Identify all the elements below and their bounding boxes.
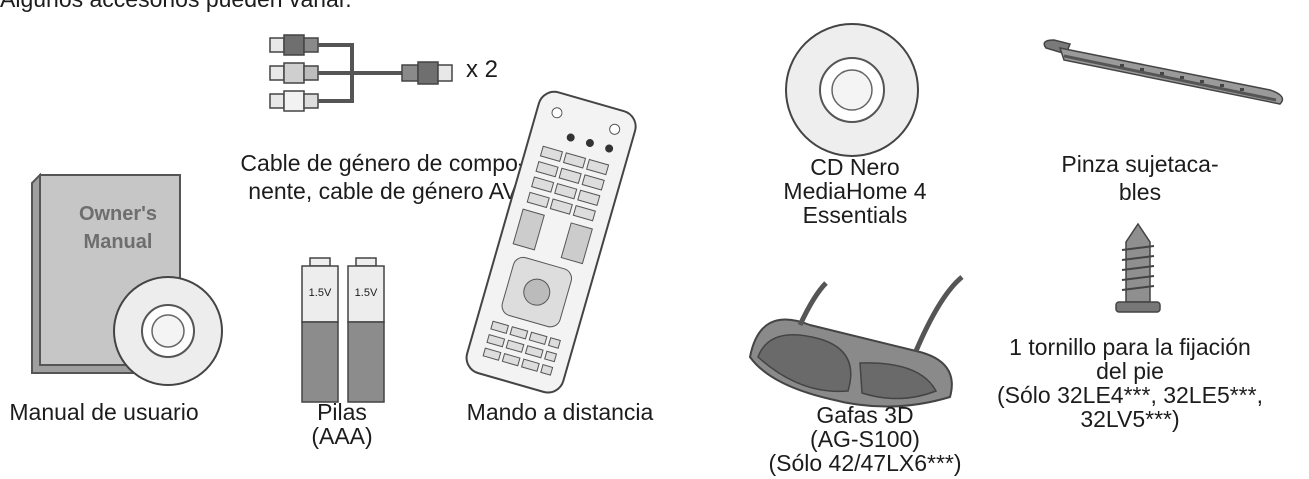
screw-caption-line-3: (Sólo 32LE4***, 32LE5***, <box>997 382 1263 408</box>
batteries-caption: Pilas (AAA) <box>282 400 402 448</box>
cd-caption-line-1: CD Nero <box>810 154 900 180</box>
clamp-caption: Pinza sujetaca- bles <box>1040 150 1240 206</box>
glasses-caption: Gafas 3D (AG-S100) (Sólo 42/47LX6***) <box>755 403 975 475</box>
screw-caption-line-2: del pie <box>1096 358 1164 384</box>
cd-caption: CD Nero MediaHome 4 Essentials <box>760 155 950 227</box>
battery-label-2: 1.5V <box>354 287 378 299</box>
screw-caption: 1 tornillo para la fijación del pie (Sól… <box>960 335 1300 431</box>
cd-disc-illustration <box>785 23 919 157</box>
3d-glasses-illustration <box>748 275 964 408</box>
cable-caption: Cable de género de compo- nente, cable d… <box>213 149 553 205</box>
cd-caption-line-3: Essentials <box>802 202 908 228</box>
av-cable-illustration <box>269 34 453 112</box>
manual-book-illustration <box>31 172 223 386</box>
manual-cover-line-1: Owner's <box>78 203 158 225</box>
glasses-caption-line-3: (Sólo 42/47LX6***) <box>768 450 962 476</box>
screw-illustration <box>1115 222 1161 313</box>
cable-multiplier: x 2 <box>466 56 499 83</box>
manual-cover-title: Owner's Manual <box>58 200 178 256</box>
clamp-caption-line-2: bles <box>1118 179 1162 205</box>
manual-caption: Manual de usuario <box>9 399 199 425</box>
clamp-caption-line-1: Pinza sujetaca- <box>1061 151 1219 177</box>
screw-caption-line-1: 1 tornillo para la fijación <box>1009 334 1251 360</box>
batteries-caption-line-1: Pilas <box>317 399 367 425</box>
glasses-caption-line-2: (AG-S100) <box>810 426 920 452</box>
battery-label-1: 1.5V <box>308 287 332 299</box>
remote-caption: Mando a distancia <box>466 399 654 425</box>
glasses-caption-line-1: Gafas 3D <box>816 402 914 428</box>
cd-caption-line-2: MediaHome 4 <box>783 178 927 204</box>
batteries-illustration <box>301 257 385 403</box>
cable-caption-line-2: nente, cable de género AV <box>248 178 518 204</box>
batteries-caption-line-2: (AAA) <box>311 423 373 449</box>
manual-cover-line-2: Manual <box>83 231 153 253</box>
cable-clamp-illustration <box>1043 39 1284 105</box>
header-fragment: Algunos accesorios pueden variar. <box>0 0 352 13</box>
cable-caption-line-1: Cable de género de compo- <box>240 150 526 176</box>
remote-illustration <box>465 90 637 394</box>
screw-caption-line-4: 32LV5***) <box>1080 406 1180 432</box>
